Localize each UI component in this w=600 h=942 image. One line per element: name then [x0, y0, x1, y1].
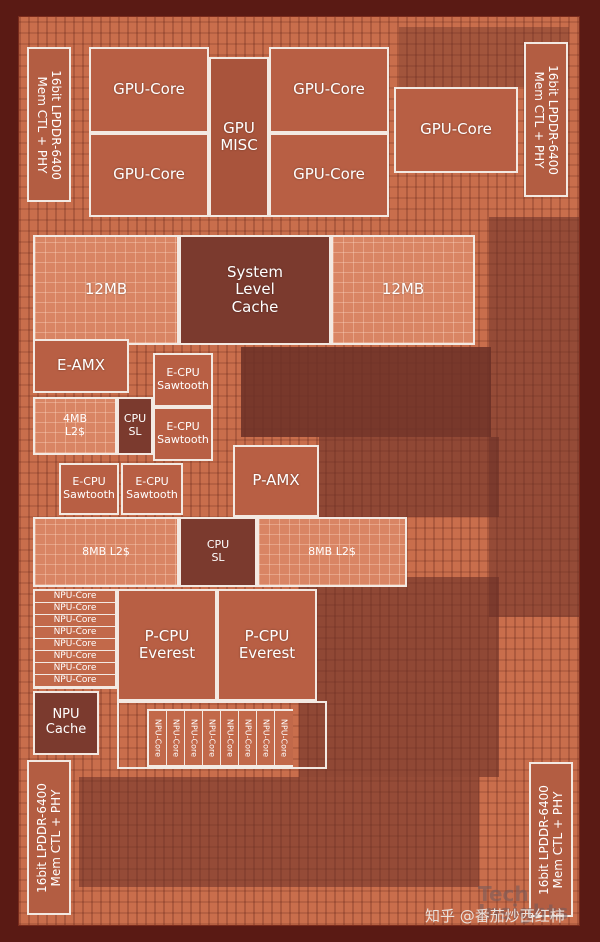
logic-area: [319, 437, 499, 517]
npu-core-row: NPU-Core: [35, 603, 115, 615]
npu-core-col: NPU-Core: [239, 711, 257, 765]
gpu-core-label: GPU-Core: [113, 80, 185, 99]
e-cpu-label: E-CPU Sawtooth: [126, 475, 178, 501]
npu-core-row: NPU-Core: [35, 639, 115, 651]
npu-cache: NPU Cache: [33, 691, 99, 755]
p-cpu-label: P-CPU Everest: [138, 626, 196, 662]
npu-core-row: NPU-Core: [35, 615, 115, 627]
system-level-cache: System Level Cache: [179, 235, 331, 345]
npu-core-col: NPU-Core: [167, 711, 185, 765]
gpu-core-label: GPU-Core: [113, 165, 185, 184]
npu-core-row: NPU-Core: [35, 627, 115, 639]
e-cpu-label: E-CPU Sawtooth: [63, 475, 115, 501]
gpu-misc: GPU MISC: [209, 57, 269, 217]
npu-core-col: NPU-Core: [185, 711, 203, 765]
slc-12mb-left: 12MB: [33, 235, 179, 345]
slc-12mb-label: 12MB: [381, 280, 425, 299]
l2-4mb-label: 4MB L2$: [62, 412, 88, 438]
npu-cache-label: NPU Cache: [45, 707, 87, 737]
l2-8mb-label: 8MB L2$: [308, 544, 356, 558]
e-cpu-label: E-CPU Sawtooth: [157, 366, 209, 392]
mem-ctl-bottom-right: 16bit LPDDR-6400 Mem CTL + PHY: [529, 762, 573, 917]
e-cpu-sawtooth-1: E-CPU Sawtooth: [153, 353, 213, 407]
mem-ctl-label: 16bit LPDDR-6400 Mem CTL + PHY: [35, 782, 63, 893]
gpu-core-label: GPU-Core: [420, 120, 492, 139]
npu-core-row: NPU-Core: [35, 663, 115, 675]
slc-12mb-right: 12MB: [331, 235, 475, 345]
p-cpu-label: P-CPU Everest: [238, 626, 296, 662]
gpu-core-4: GPU-Core: [269, 133, 389, 217]
logic-area: [299, 577, 499, 777]
l2-4mb: 4MB L2$: [33, 397, 117, 455]
npu-core-col: NPU-Core: [203, 711, 221, 765]
p-amx: P-AMX: [233, 445, 319, 517]
e-cpu-sawtooth-3: E-CPU Sawtooth: [59, 463, 119, 515]
npu-region-outline: [117, 701, 327, 769]
chip-die: GPU-Core GPU-Core GPU MISC GPU-Core GPU-…: [18, 16, 580, 926]
e-cpu-label: E-CPU Sawtooth: [157, 420, 209, 446]
npu-core-col: NPU-Core: [149, 711, 167, 765]
mem-ctl-bottom-left: 16bit LPDDR-6400 Mem CTL + PHY: [27, 760, 71, 915]
cpu-sl-e: CPU SL: [117, 397, 153, 455]
npu-core-columns: NPU-Core NPU-Core NPU-Core NPU-Core NPU-…: [147, 709, 293, 767]
gpu-core-1: GPU-Core: [89, 47, 209, 133]
e-cpu-sawtooth-2: E-CPU Sawtooth: [153, 407, 213, 461]
cpu-sl-p: CPU SL: [179, 517, 257, 587]
system-level-cache-label: System Level Cache: [227, 263, 283, 316]
npu-core-row: NPU-Core: [35, 591, 115, 603]
gpu-core-2: GPU-Core: [89, 133, 209, 217]
cpu-sl-label: CPU SL: [206, 538, 230, 564]
zhihu-watermark: 知乎 @番茄炒西红柿: [425, 907, 565, 925]
npu-core-row: NPU-Core: [35, 675, 115, 687]
e-amx: E-AMX: [33, 339, 129, 393]
gpu-core-3: GPU-Core: [269, 47, 389, 133]
p-cpu-everest-2: P-CPU Everest: [217, 589, 317, 701]
logic-area: [489, 217, 579, 617]
l2-8mb-label: 8MB L2$: [82, 544, 130, 558]
npu-core-col: NPU-Core: [221, 711, 239, 765]
gpu-core-5: GPU-Core: [394, 87, 518, 173]
gpu-core-label: GPU-Core: [293, 165, 365, 184]
p-cpu-everest-1: P-CPU Everest: [117, 589, 217, 701]
gpu-core-label: GPU-Core: [293, 80, 365, 99]
l2-8mb-right: 8MB L2$: [257, 517, 407, 587]
e-cpu-sawtooth-4: E-CPU Sawtooth: [121, 463, 183, 515]
slc-12mb-label: 12MB: [84, 280, 128, 299]
e-amx-label: E-AMX: [56, 356, 106, 375]
mem-ctl-top-right: 16bit LPDDR-6400 Mem CTL + PHY: [524, 42, 568, 197]
mem-ctl-label: 16bit LPDDR-6400 Mem CTL + PHY: [35, 69, 63, 180]
gpu-misc-label: GPU MISC: [220, 118, 258, 154]
p-amx-label: P-AMX: [252, 471, 300, 490]
l2-8mb-left: 8MB L2$: [33, 517, 179, 587]
npu-core-stack: NPU-Core NPU-Core NPU-Core NPU-Core NPU-…: [33, 589, 117, 689]
logic-area: [241, 347, 491, 437]
techinsights-watermark: Tech Insights: [478, 882, 569, 924]
npu-core-col: NPU-Core: [257, 711, 275, 765]
logic-area: [79, 777, 479, 887]
npu-core-row: NPU-Core: [35, 651, 115, 663]
cpu-sl-label: CPU SL: [123, 412, 147, 438]
mem-ctl-top-left: 16bit LPDDR-6400 Mem CTL + PHY: [27, 47, 71, 202]
mem-ctl-label: 16bit LPDDR-6400 Mem CTL + PHY: [532, 64, 560, 175]
npu-core-col: NPU-Core: [275, 711, 293, 765]
